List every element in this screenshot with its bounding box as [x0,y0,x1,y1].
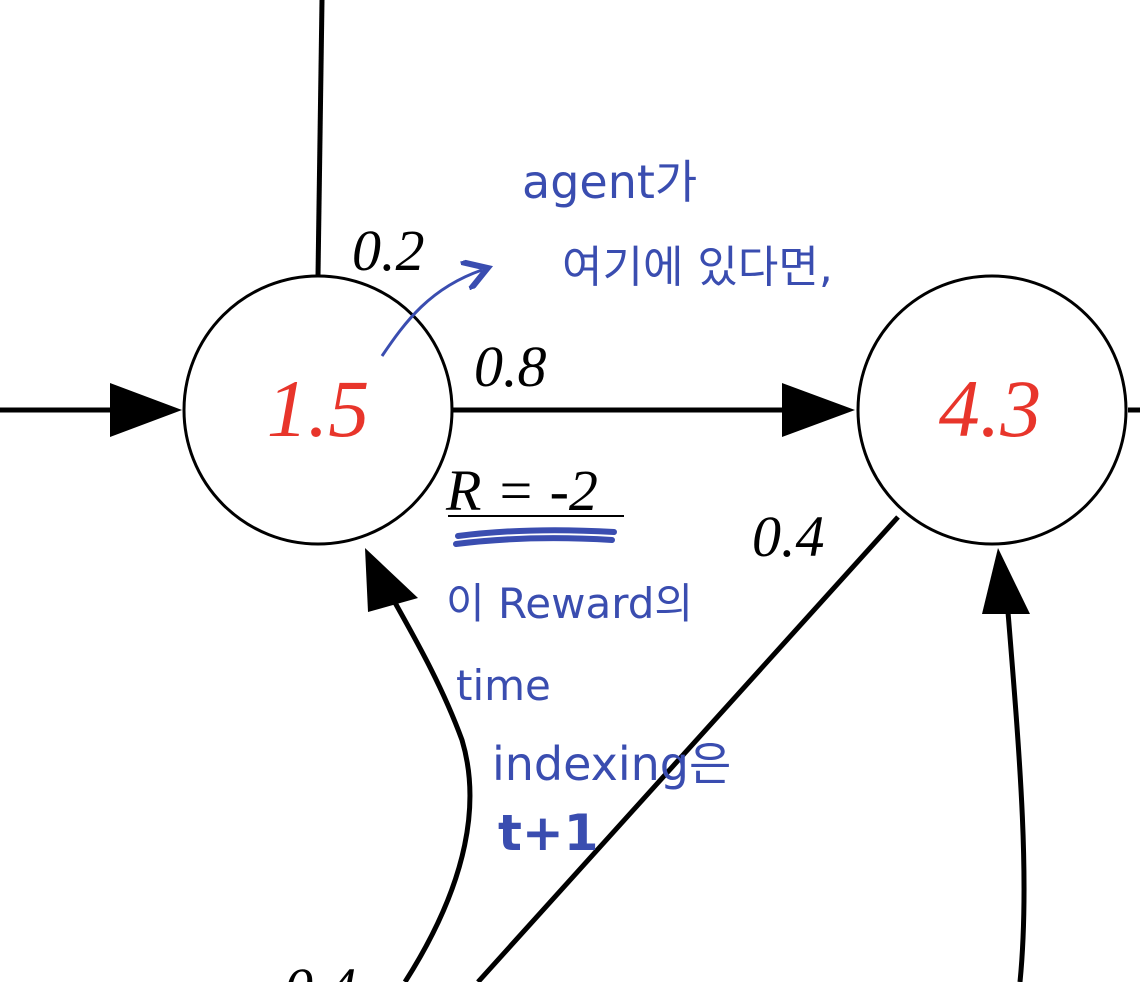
annotation-agent: agent가 [522,155,697,209]
edge-bottom-curve-left [385,588,473,982]
annotation-underline-scribble [453,527,617,547]
arrowhead-incoming-left [110,383,182,437]
arrowhead-into-left-node [365,548,418,612]
state-node-left [182,274,454,546]
annotation-reward: 이 Reward의 [446,579,693,628]
annotation-if-here: 여기에 있다면, [562,242,833,293]
arrowhead-to-right-node [782,383,855,437]
edge-diagonal-right [476,515,900,982]
annotation-time: time [456,661,551,710]
reward-label: R = -2 [445,458,598,523]
edge-label-diag: 0.4 [752,504,825,569]
edge-label-right: 0.8 [474,334,547,399]
state-node-right [856,274,1128,546]
node-value-right: 4.3 [939,363,1042,454]
annotation-t-plus-1: t+1 [498,804,599,862]
edge-label-up: 0.2 [352,218,425,283]
edge-top-vertical [315,0,325,277]
arrowhead-into-right-node [982,548,1030,614]
annotation-pointer-arrow [380,270,482,357]
edge-bottom-curve-right [1005,611,1027,982]
annotation-indexing: indexing은 [492,737,731,791]
node-value-left: 1.5 [267,363,370,454]
edge-label-bottom-partial: 0.4 [284,956,357,982]
